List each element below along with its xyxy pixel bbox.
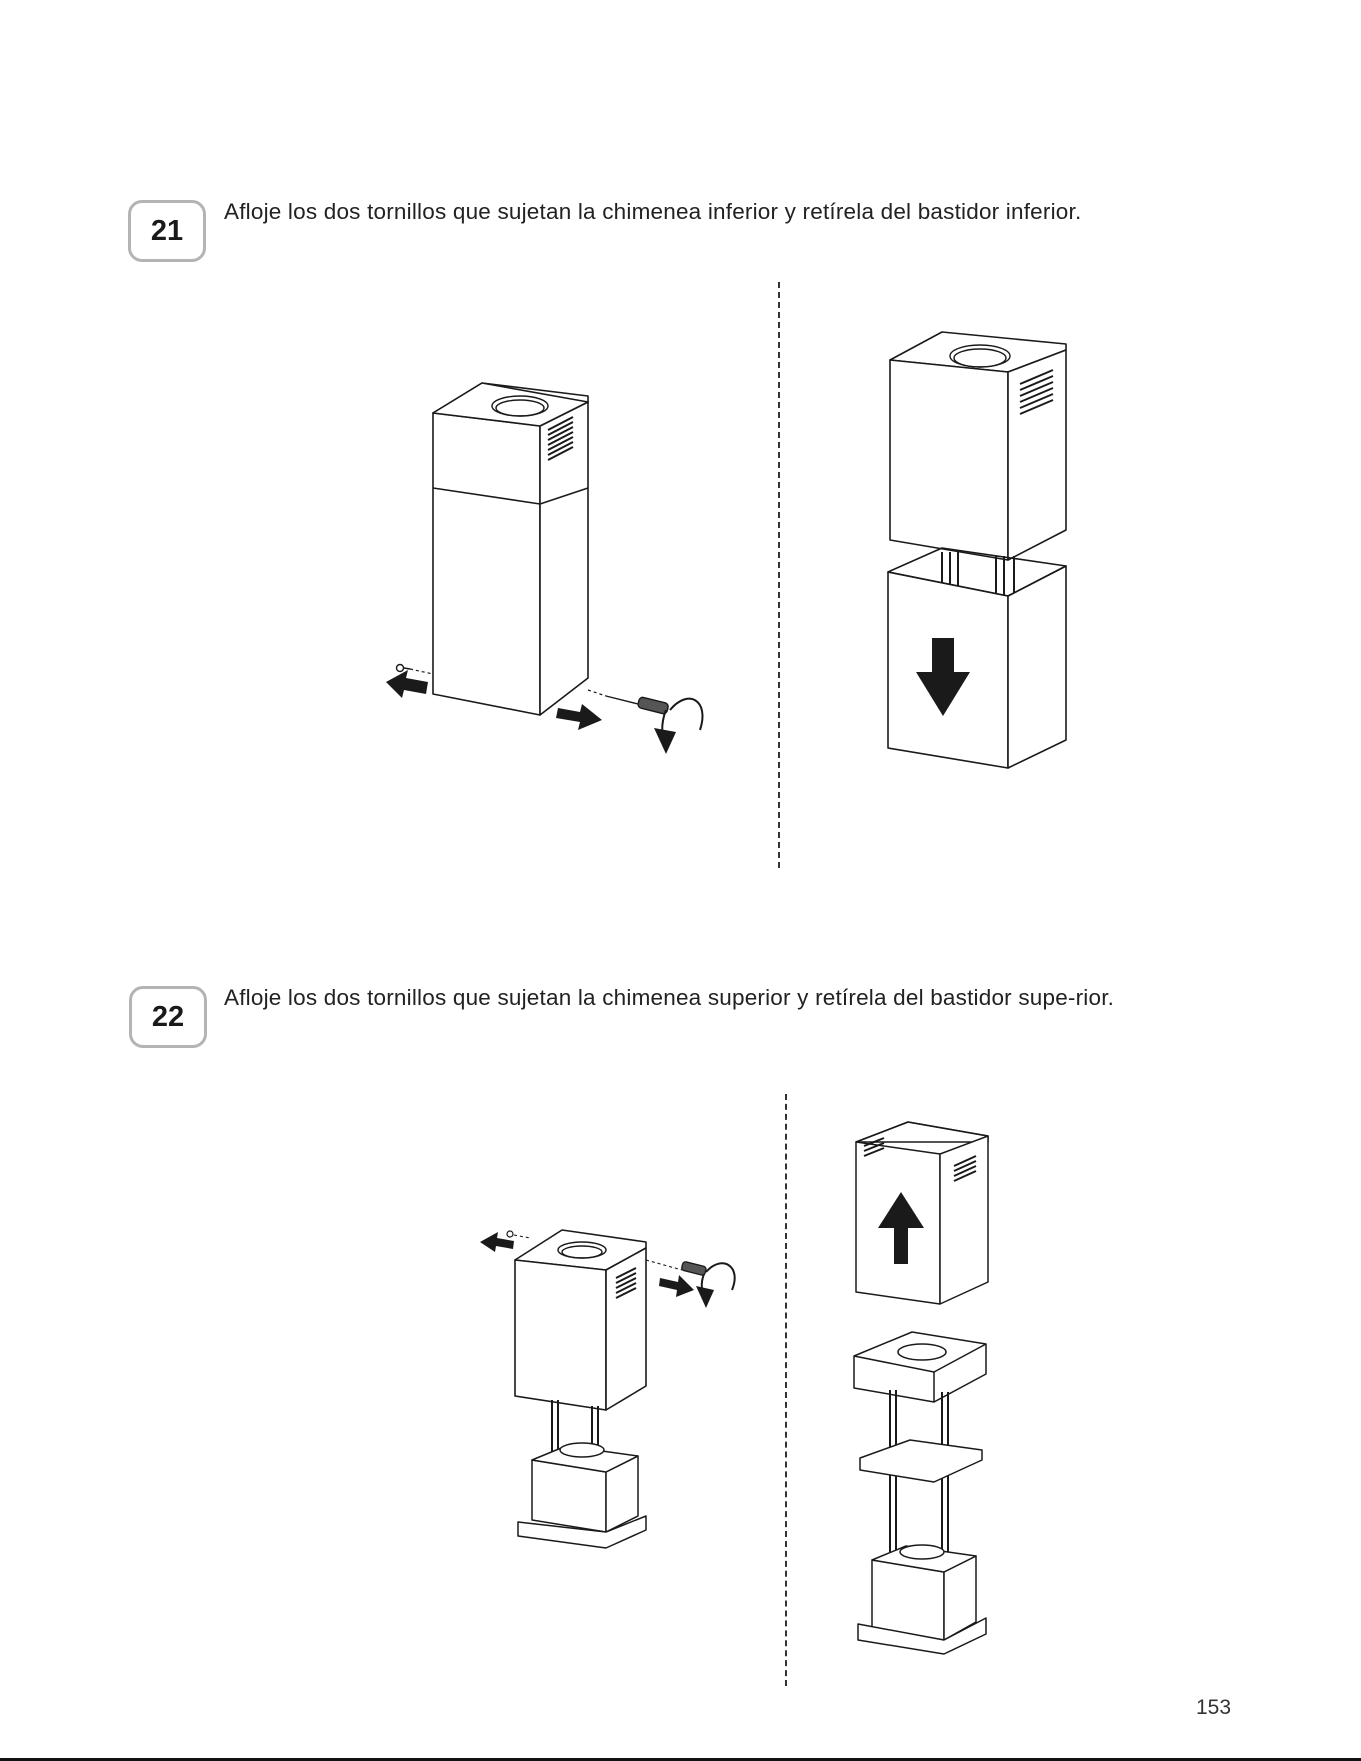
step-21-divider: [778, 282, 780, 868]
page-number: 153: [1196, 1696, 1231, 1720]
screw-icon: [397, 665, 411, 672]
upper-chimney-front: [890, 360, 1008, 560]
illustration-22-upper-chimney-removed: [850, 1120, 1020, 1660]
chimney-side-face: [540, 402, 588, 715]
upper-chimney-front: [515, 1260, 606, 1410]
illustration-22-upper-chimney-on-frame: [470, 1220, 760, 1560]
arrow-left-icon: [386, 670, 428, 698]
illustration-21-lower-chimney-removed: [870, 320, 1090, 780]
arrow-right-icon: [556, 704, 602, 730]
chimney-front-face: [433, 413, 540, 715]
step-21-instruction: Afloje los dos tornillos que sujetan la …: [224, 197, 1224, 226]
illustration-21-assembled-chimney: [370, 370, 740, 770]
step-22-badge: 22: [129, 986, 207, 1048]
arrow-right-icon: [659, 1275, 694, 1297]
middle-frame: [860, 1440, 982, 1482]
screw-icon: [507, 1231, 513, 1237]
upper-chimney-side: [1008, 350, 1066, 560]
step-22-divider: [785, 1094, 787, 1686]
step-22-instruction: Afloje los dos tornillos que sujetan la …: [224, 983, 1204, 1012]
lower-chimney-side: [1008, 566, 1066, 768]
step-21-badge: 21: [128, 200, 206, 262]
top-frame: [854, 1332, 986, 1402]
screwdriver-icon: [681, 1261, 706, 1276]
screwdriver-icon: [606, 696, 669, 714]
